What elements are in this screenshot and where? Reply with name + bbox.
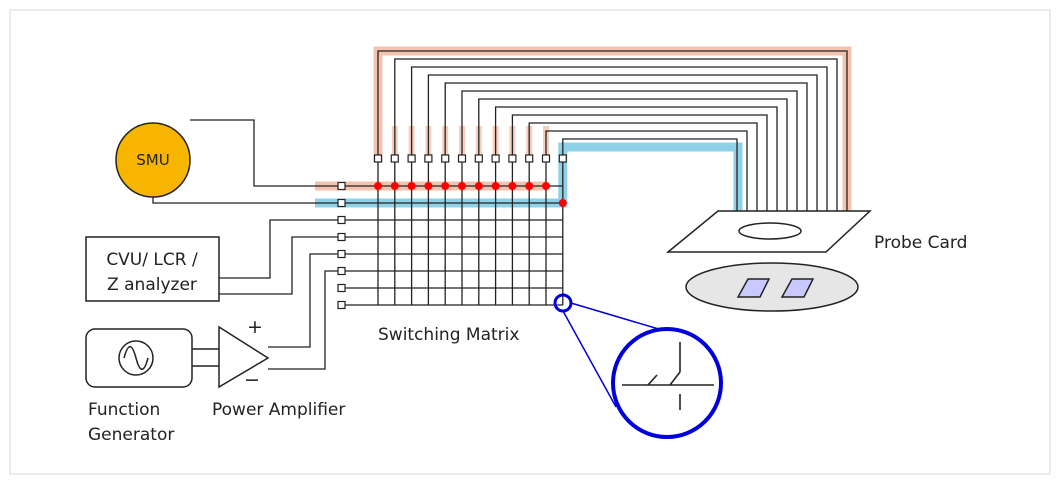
probe-cable bbox=[444, 82, 808, 213]
column-terminal bbox=[424, 154, 433, 163]
zoom-magnified-circle bbox=[611, 327, 723, 439]
column-terminal bbox=[457, 154, 467, 163]
function-generator-label-line1: Function bbox=[88, 400, 160, 420]
closed-crosspoint bbox=[542, 182, 550, 190]
probe-cable bbox=[478, 98, 788, 213]
probe-cable bbox=[528, 122, 758, 213]
row-terminal bbox=[337, 300, 346, 310]
cvu-wire-low bbox=[219, 236, 338, 295]
switching-matrix bbox=[337, 154, 567, 310]
row-terminal bbox=[337, 232, 346, 242]
column-terminal bbox=[390, 154, 399, 163]
closed-crosspoint bbox=[474, 182, 483, 190]
power-amplifier-label: Power Amplifier bbox=[212, 400, 345, 420]
column-terminal bbox=[441, 154, 450, 163]
closed-crosspoint bbox=[508, 182, 517, 190]
column-terminal bbox=[373, 154, 383, 163]
closed-crosspoint bbox=[407, 182, 416, 190]
probe-cable bbox=[394, 58, 838, 213]
probe-cable bbox=[562, 138, 738, 213]
probe-card-label: Probe Card bbox=[874, 233, 967, 253]
cvu-label-line2: Z analyzer bbox=[107, 275, 197, 295]
cvu-wire-high bbox=[219, 219, 338, 279]
column-terminal bbox=[508, 154, 517, 163]
wafer bbox=[685, 262, 859, 312]
column-terminal bbox=[491, 154, 500, 163]
row-terminal bbox=[337, 198, 346, 208]
column-terminal bbox=[407, 154, 416, 163]
probe-card-opening bbox=[738, 222, 802, 240]
amplifier-triangle bbox=[218, 325, 270, 389]
relay-switch-icon bbox=[622, 342, 714, 410]
switching-matrix-label: Switching Matrix bbox=[378, 325, 519, 345]
smu-wire-force bbox=[190, 119, 338, 187]
cvu-box bbox=[85, 236, 220, 302]
probe-cable bbox=[377, 50, 848, 213]
sine-wave-icon bbox=[123, 346, 149, 370]
closed-crosspoint bbox=[424, 182, 433, 190]
amplifier-plus-sign: + bbox=[247, 316, 263, 338]
cvu-lcr-analyzer: CVU/ LCR / Z analyzer bbox=[85, 236, 220, 302]
column-terminal bbox=[525, 154, 534, 163]
closed-crosspoint bbox=[441, 182, 450, 190]
probe-cable bbox=[494, 106, 778, 213]
amplifier-minus-sign: − bbox=[244, 369, 260, 391]
amplifier-wire-plus bbox=[268, 253, 338, 348]
closed-crosspoint bbox=[558, 199, 567, 207]
row-terminal bbox=[337, 181, 346, 191]
row-terminal bbox=[337, 215, 346, 225]
wafer-die-left bbox=[736, 278, 771, 298]
wiring bbox=[152, 50, 848, 370]
function-generator: Function Generator bbox=[85, 328, 193, 445]
probe-cable bbox=[545, 130, 748, 213]
probe-cable bbox=[461, 90, 798, 213]
smu-instrument: SMU bbox=[115, 122, 191, 198]
closed-crosspoint bbox=[458, 182, 466, 190]
closed-crosspoint bbox=[374, 182, 382, 190]
probe-cable bbox=[511, 114, 768, 213]
probe-cable bbox=[410, 66, 828, 213]
smu-wire-sense bbox=[152, 197, 338, 204]
column-terminal bbox=[541, 154, 551, 163]
probe-card-assembly: Probe Card bbox=[665, 210, 967, 312]
column-terminal bbox=[474, 154, 483, 163]
column-terminal bbox=[558, 154, 567, 163]
row-terminal bbox=[337, 283, 346, 293]
closed-crosspoint bbox=[491, 182, 500, 190]
amplifier-wire-minus bbox=[268, 270, 338, 370]
closed-crosspoint bbox=[390, 182, 399, 190]
wafer-die-right bbox=[780, 278, 815, 298]
crosspoint-zoom-callout bbox=[553, 293, 723, 439]
smu-label: SMU bbox=[136, 151, 169, 169]
function-generator-label-line2: Generator bbox=[88, 425, 174, 445]
row-terminal bbox=[337, 266, 346, 276]
cvu-label-line1: CVU/ LCR / bbox=[106, 250, 198, 270]
closed-crosspoint bbox=[525, 182, 534, 190]
probe-cable bbox=[427, 74, 818, 213]
row-terminal bbox=[337, 249, 346, 259]
power-amplifier: + − Power Amplifier bbox=[192, 316, 345, 420]
